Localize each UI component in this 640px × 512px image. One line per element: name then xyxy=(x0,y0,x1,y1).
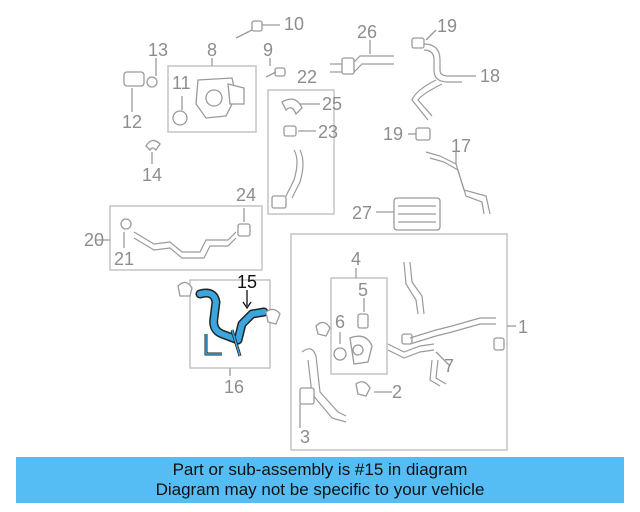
callout-13[interactable]: 13 xyxy=(148,40,168,60)
bolt-9-icon xyxy=(265,67,286,78)
hose-15-icon xyxy=(195,288,269,357)
clamp-left-icon xyxy=(177,281,193,297)
pipe-17-icon xyxy=(425,151,491,215)
clamp-right-icon xyxy=(265,308,281,325)
callout-1[interactable]: 1 xyxy=(518,317,528,337)
info-banner: Part or sub-assembly is #15 in diagram D… xyxy=(16,457,624,503)
callout-21[interactable]: 21 xyxy=(114,249,134,269)
callout-12[interactable]: 12 xyxy=(122,112,142,132)
hose-22-icon xyxy=(271,98,304,209)
callout-8[interactable]: 8 xyxy=(207,40,217,60)
callout-10[interactable]: 10 xyxy=(284,14,304,34)
clip-14-icon xyxy=(145,139,161,152)
callout-25[interactable]: 25 xyxy=(322,94,342,114)
coolant-pipe-1-icon xyxy=(299,261,505,423)
cooler-27-icon xyxy=(393,197,441,231)
callout-17[interactable]: 17 xyxy=(451,136,471,156)
callout-4[interactable]: 4 xyxy=(351,249,361,269)
callout-5[interactable]: 5 xyxy=(358,280,368,300)
callout-6[interactable]: 6 xyxy=(335,312,345,332)
callout-19-top[interactable]: 19 xyxy=(437,16,457,36)
callout-11[interactable]: 11 xyxy=(172,73,191,93)
clamp-19-icon xyxy=(415,127,431,141)
callout-20[interactable]: 20 xyxy=(84,230,104,250)
clamp-24-icon xyxy=(237,223,251,237)
callout-15[interactable]: 15 xyxy=(237,272,257,292)
group-box-1 xyxy=(290,233,508,451)
hose-18-icon xyxy=(411,37,462,121)
group-box-22 xyxy=(267,89,335,215)
callout-7[interactable]: 7 xyxy=(444,356,454,376)
hose-15-highlight xyxy=(197,290,267,343)
callout-3[interactable]: 3 xyxy=(300,427,310,447)
callout-14[interactable]: 14 xyxy=(142,165,162,185)
pipe-20-icon xyxy=(120,218,237,259)
thermostat-housing-8-icon xyxy=(172,77,245,126)
group-box-20 xyxy=(109,205,263,271)
bolt-10-icon xyxy=(235,20,263,39)
parts-diagram: 10 26 19 13 8 9 22 18 11 25 12 23 19 17 … xyxy=(84,14,528,451)
callout-22[interactable]: 22 xyxy=(297,67,317,87)
callout-26[interactable]: 26 xyxy=(357,22,377,42)
callout-19-mid[interactable]: 19 xyxy=(383,124,403,144)
group-box-4 xyxy=(330,277,388,375)
callout-18[interactable]: 18 xyxy=(480,66,500,86)
callout-9[interactable]: 9 xyxy=(263,40,273,60)
banner-line-1: Part or sub-assembly is #15 in diagram xyxy=(172,460,468,479)
pipe-26-icon xyxy=(330,55,394,75)
callout-23[interactable]: 23 xyxy=(318,122,338,142)
callout-16[interactable]: 16 xyxy=(224,377,244,397)
callout-27[interactable]: 27 xyxy=(352,203,372,223)
callout-24[interactable]: 24 xyxy=(236,185,256,205)
sensor-12-icon xyxy=(123,71,158,88)
callout-2[interactable]: 2 xyxy=(392,382,402,402)
banner-line-2: Diagram may not be specific to your vehi… xyxy=(155,480,485,499)
